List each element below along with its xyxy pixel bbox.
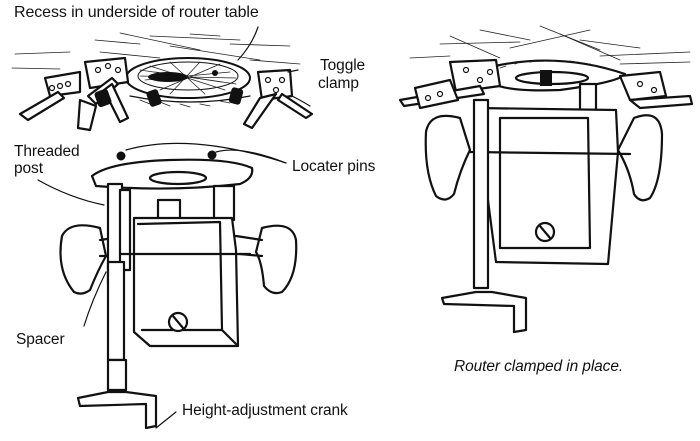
toggle-clamp-left-b — [76, 56, 130, 132]
handle-left-clamped — [424, 114, 472, 201]
label-toggle-clamp-line2: clamp — [318, 75, 359, 92]
toggle-clamp-leader-line — [291, 95, 311, 107]
label-locater-pins: Locater pins — [292, 158, 376, 175]
label-threaded-post-line1: Threaded — [14, 143, 80, 160]
spacer — [106, 260, 126, 362]
table-texture-lines-right — [409, 25, 691, 65]
handle-right — [254, 224, 298, 295]
handle-right-clamped — [616, 114, 664, 202]
height-adjustment-crank-clamped — [440, 290, 528, 334]
toggle-clamp-right — [242, 68, 314, 130]
toggle-clamp-left-a — [18, 70, 82, 122]
threaded-post-leader-line — [37, 179, 105, 206]
motor-housing-clamped — [474, 106, 620, 266]
recess-leader-line — [237, 26, 259, 61]
threaded-post-clamped — [472, 98, 490, 290]
label-threaded-post-line2: post — [14, 160, 43, 177]
spacer-leader-line — [83, 271, 107, 327]
table-texture-lines — [11, 32, 301, 77]
label-height-adjustment-crank: Height-adjustment crank — [182, 402, 348, 419]
label-toggle-clamp-line1: Toggle — [320, 57, 366, 74]
router-right — [398, 25, 694, 334]
router-bit — [540, 70, 552, 86]
label-recess: Recess in underside of router table — [14, 4, 259, 21]
figure-caption: Router clamped in place. — [454, 358, 624, 375]
label-spacer: Spacer — [16, 331, 65, 348]
table-underside-left — [11, 26, 314, 132]
handle-left — [59, 224, 108, 295]
locater-pin — [207, 150, 217, 160]
clamp-spindles — [94, 87, 244, 108]
crank-shaft — [106, 358, 128, 392]
crank-leader-line — [155, 411, 177, 429]
router-left — [37, 142, 298, 430]
locater-pin — [116, 151, 126, 161]
height-adjustment-crank — [76, 390, 158, 430]
